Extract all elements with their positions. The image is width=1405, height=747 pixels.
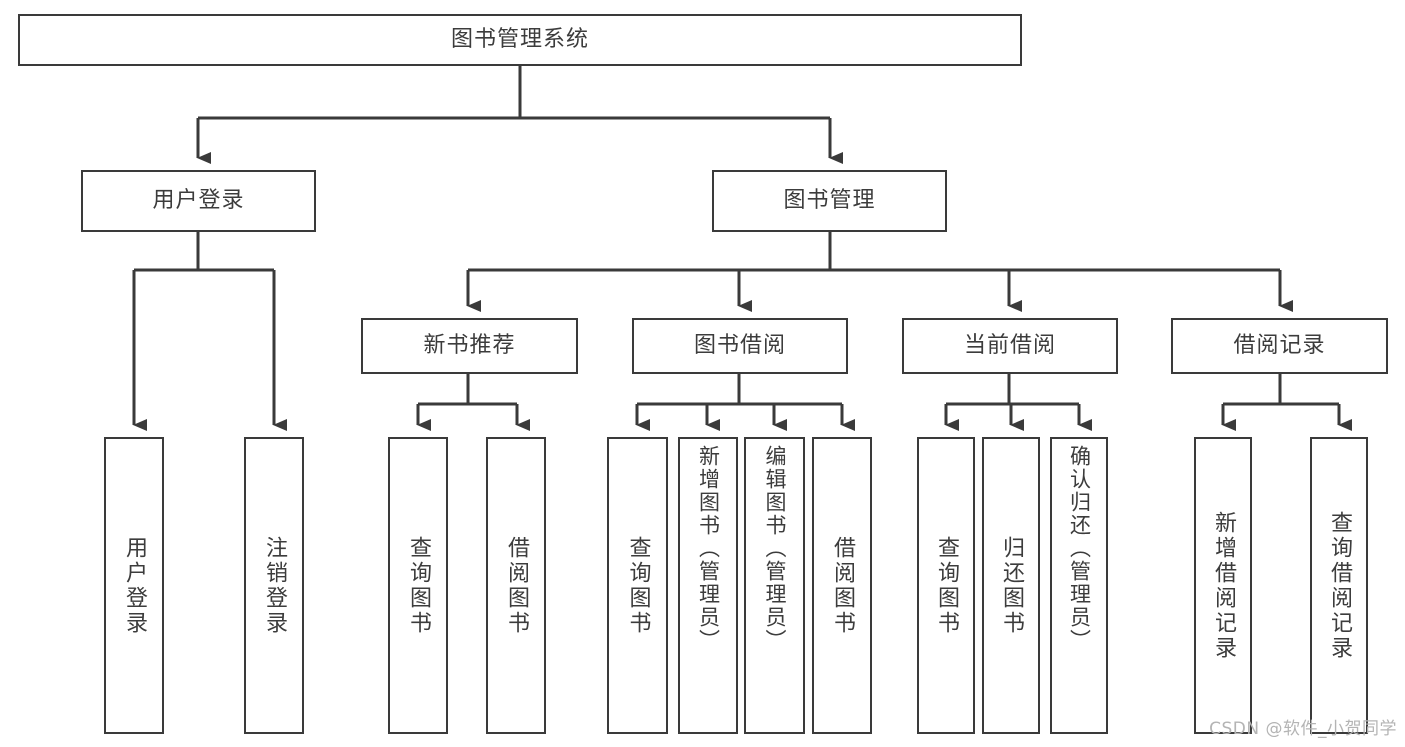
- leaf-confirm-return-admin[interactable]: 确认归还（管理员）: [1050, 437, 1108, 734]
- node-label: 查询图书: [625, 535, 651, 636]
- node-label: 借阅记录: [1233, 332, 1326, 358]
- node-label: 图书借阅: [693, 332, 786, 358]
- node-label: 新书推荐: [423, 332, 516, 358]
- node-new-book-recommend[interactable]: 新书推荐: [361, 318, 578, 374]
- node-label: 注销登录: [262, 535, 287, 636]
- watermark-text: CSDN @软件_小贺同学: [1209, 719, 1397, 739]
- wire-group-book-management: [466, 232, 1293, 312]
- wire-group-borrow-record: [1221, 374, 1352, 431]
- wire-group-book-borrow: [635, 374, 855, 431]
- leaf-query-book-current[interactable]: 查询图书: [917, 437, 975, 734]
- node-label: 用户登录: [122, 535, 147, 636]
- node-label: 图书管理: [783, 187, 876, 213]
- node-book-borrow[interactable]: 图书借阅: [632, 318, 848, 374]
- node-current-borrow[interactable]: 当前借阅: [902, 318, 1118, 374]
- leaf-add-book-admin[interactable]: 新增图书（管理员）: [678, 437, 738, 734]
- node-label: 借阅图书: [504, 535, 529, 636]
- node-label: 编辑图书（管理员）: [763, 445, 787, 652]
- leaf-edit-book-admin[interactable]: 编辑图书（管理员）: [744, 437, 805, 734]
- node-borrow-record[interactable]: 借阅记录: [1171, 318, 1388, 374]
- leaf-query-book-recommend[interactable]: 查询图书: [388, 437, 448, 734]
- node-label: 新增图书（管理员）: [696, 445, 721, 652]
- node-label: 归还图书: [999, 535, 1024, 636]
- node-book-management[interactable]: 图书管理: [712, 170, 947, 232]
- leaf-add-borrow-record[interactable]: 新增借阅记录: [1194, 437, 1252, 734]
- node-label: 用户登录: [152, 187, 245, 213]
- leaf-query-book-borrow[interactable]: 查询图书: [607, 437, 668, 734]
- leaf-return-book[interactable]: 归还图书: [982, 437, 1040, 734]
- wire-group-new-book-recommend: [416, 374, 530, 431]
- node-user-login[interactable]: 用户登录: [81, 170, 316, 232]
- node-label: 新增借阅记录: [1211, 510, 1236, 661]
- wire-group-user-login: [132, 232, 287, 431]
- node-label: 查询图书: [934, 535, 959, 636]
- leaf-user-login[interactable]: 用户登录: [104, 437, 164, 734]
- leaf-query-borrow-record[interactable]: 查询借阅记录: [1310, 437, 1368, 734]
- node-label: 查询图书: [406, 535, 431, 636]
- node-label: 当前借阅: [963, 332, 1056, 358]
- leaf-borrow-book[interactable]: 借阅图书: [812, 437, 872, 734]
- node-label: 借阅图书: [830, 535, 855, 636]
- node-root-system[interactable]: 图书管理系统: [18, 14, 1022, 66]
- wire-group-root: [196, 66, 843, 164]
- node-label: 查询借阅记录: [1327, 510, 1352, 661]
- leaf-user-logout[interactable]: 注销登录: [244, 437, 304, 734]
- wire-group-current-borrow: [944, 374, 1092, 431]
- node-label: 图书管理系统: [450, 26, 589, 52]
- node-label: 确认归还（管理员）: [1067, 445, 1092, 652]
- leaf-borrow-book-recommend[interactable]: 借阅图书: [486, 437, 546, 734]
